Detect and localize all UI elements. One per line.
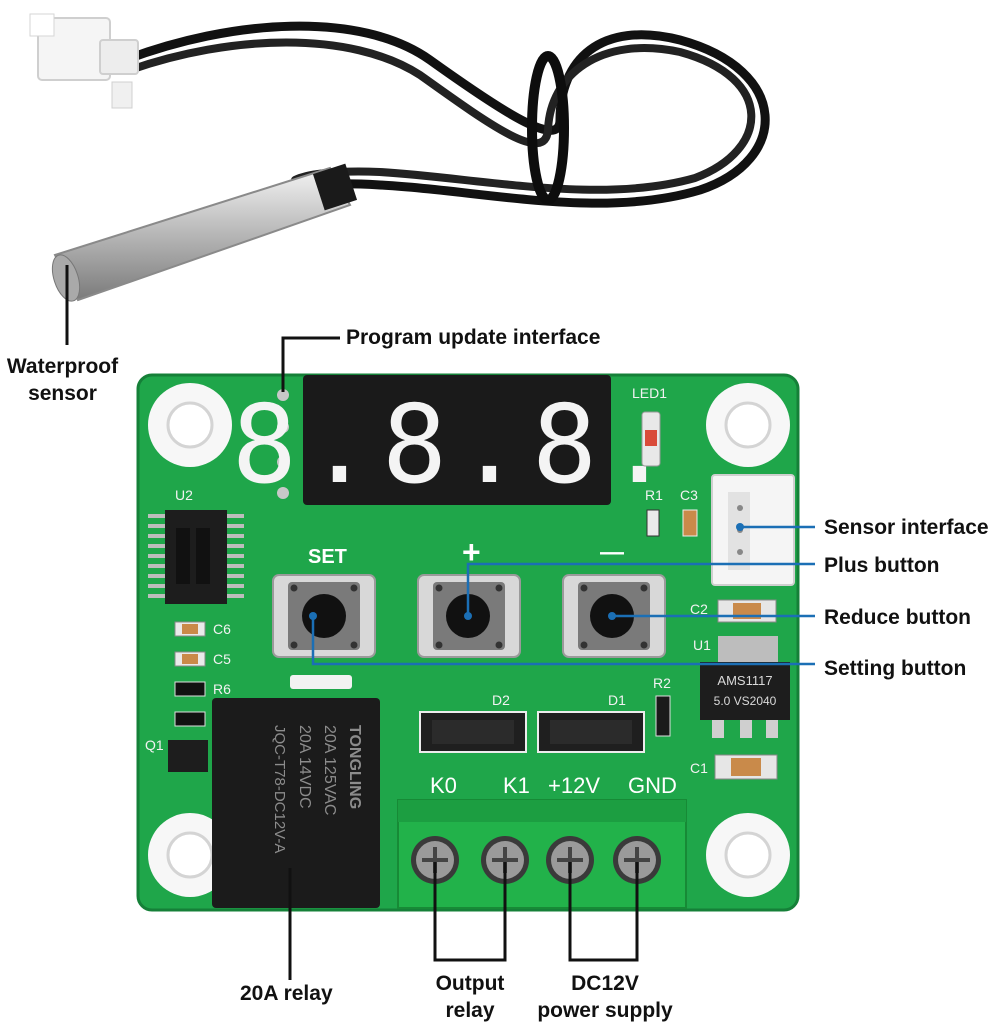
power-supply-label-line-1: DC12V bbox=[571, 972, 639, 995]
u1-line-2: 5.0 VS2040 bbox=[714, 694, 777, 708]
diode-d1 bbox=[537, 711, 645, 753]
waterproof-sensor-label-line-1: Waterproof bbox=[6, 355, 119, 378]
screw-terminal-k0[interactable] bbox=[411, 836, 459, 884]
callout-lines-blue bbox=[311, 525, 815, 666]
terminal-block bbox=[397, 799, 687, 909]
mounting-hole bbox=[706, 813, 790, 897]
silk-r2: R2 bbox=[653, 675, 671, 691]
sensor-interface-connector bbox=[711, 474, 795, 586]
terminal-label-12v: +12V bbox=[548, 773, 600, 798]
chip-u2 bbox=[148, 510, 244, 604]
capacitor-c3 bbox=[682, 509, 698, 537]
silk-c5: C5 bbox=[213, 651, 231, 667]
relay-20a-label: 20A relay bbox=[240, 982, 333, 1005]
output-relay-label-line-2: relay bbox=[445, 999, 495, 1022]
mounting-hole bbox=[148, 383, 232, 467]
cable-tie-loop bbox=[527, 51, 569, 205]
screw-terminal-k1[interactable] bbox=[481, 836, 529, 884]
callout-line-setting bbox=[311, 616, 815, 666]
set-button[interactable] bbox=[272, 574, 376, 658]
output-relay-label-line-1: Output bbox=[435, 972, 505, 995]
resistor-r2 bbox=[655, 695, 671, 737]
setting-button-label: Setting button bbox=[824, 657, 967, 680]
mounting-hole bbox=[706, 383, 790, 467]
plus-silk-label: + bbox=[462, 534, 481, 570]
relay-text-3: 20A 14VDC bbox=[296, 725, 313, 809]
terminal-label-k1: K1 bbox=[503, 773, 530, 798]
reduce-button-label: Reduce button bbox=[824, 606, 971, 629]
callout-dots bbox=[309, 523, 744, 620]
callout-lines-black bbox=[65, 265, 639, 980]
screw-terminal-gnd[interactable] bbox=[613, 836, 661, 884]
relay-text-4: JQC-T78-DC12V-A bbox=[271, 725, 288, 853]
silk-r1: R1 bbox=[645, 487, 663, 503]
waterproof-sensor-label: Waterproof sensor bbox=[0, 353, 125, 407]
silk-r6: R6 bbox=[213, 681, 231, 697]
program-header-pads bbox=[277, 389, 289, 499]
terminal-label-gnd: GND bbox=[628, 773, 677, 798]
silk-u1: U1 bbox=[693, 637, 711, 653]
plus-button-label: Plus button bbox=[824, 554, 940, 577]
display-digits: 8.8.8. bbox=[232, 383, 682, 508]
silk-d2: D2 bbox=[492, 692, 510, 708]
silk-c3: C3 bbox=[680, 487, 698, 503]
regulator-u1: AMS1117 5.0 VS2040 bbox=[700, 636, 790, 738]
mounting-hole bbox=[148, 813, 232, 897]
sensor-connector-plug bbox=[29, 13, 139, 109]
pcb-board: 8.8.8. LED1 U2 R1 C3 bbox=[136, 373, 800, 912]
waterproof-sensor-probe bbox=[51, 163, 358, 302]
relay-text-1: TONGLING bbox=[346, 725, 363, 809]
power-supply-label: DC12V power supply bbox=[530, 970, 680, 1024]
silk-led1: LED1 bbox=[632, 385, 667, 401]
program-update-interface-label: Program update interface bbox=[346, 326, 601, 349]
power-supply-label-line-2: power supply bbox=[537, 999, 673, 1022]
diode-d2 bbox=[419, 711, 527, 753]
relay-text-2: 20A 125VAC bbox=[321, 725, 338, 815]
silk-c6: C6 bbox=[213, 621, 231, 637]
seven-segment-display bbox=[303, 375, 611, 505]
set-silk-label: SET bbox=[308, 546, 347, 568]
callout-line-program bbox=[281, 336, 340, 392]
callout-line-power bbox=[568, 862, 639, 962]
transistor-q1 bbox=[168, 740, 208, 772]
resistor-r1 bbox=[646, 509, 660, 537]
sensor-interface-label: Sensor interface bbox=[824, 516, 989, 539]
silk-c2: C2 bbox=[690, 601, 708, 617]
terminal-label-k0: K0 bbox=[430, 773, 457, 798]
u1-line-1: AMS1117 bbox=[717, 673, 772, 688]
callout-line-output-relay bbox=[433, 862, 507, 962]
silk-c1: C1 bbox=[690, 760, 708, 776]
silk-u2: U2 bbox=[175, 487, 193, 503]
callout-line-plus bbox=[466, 562, 815, 616]
silk-d1: D1 bbox=[608, 692, 626, 708]
output-relay-label: Output relay bbox=[420, 970, 520, 1024]
waterproof-sensor-label-line-2: sensor bbox=[28, 382, 97, 405]
minus-silk-label: — bbox=[600, 539, 624, 566]
sensor-cable bbox=[120, 21, 770, 208]
relay: TONGLING 20A 125VAC 20A 14VDC JQC-T78-DC… bbox=[212, 698, 380, 908]
silk-q1: Q1 bbox=[145, 737, 164, 753]
